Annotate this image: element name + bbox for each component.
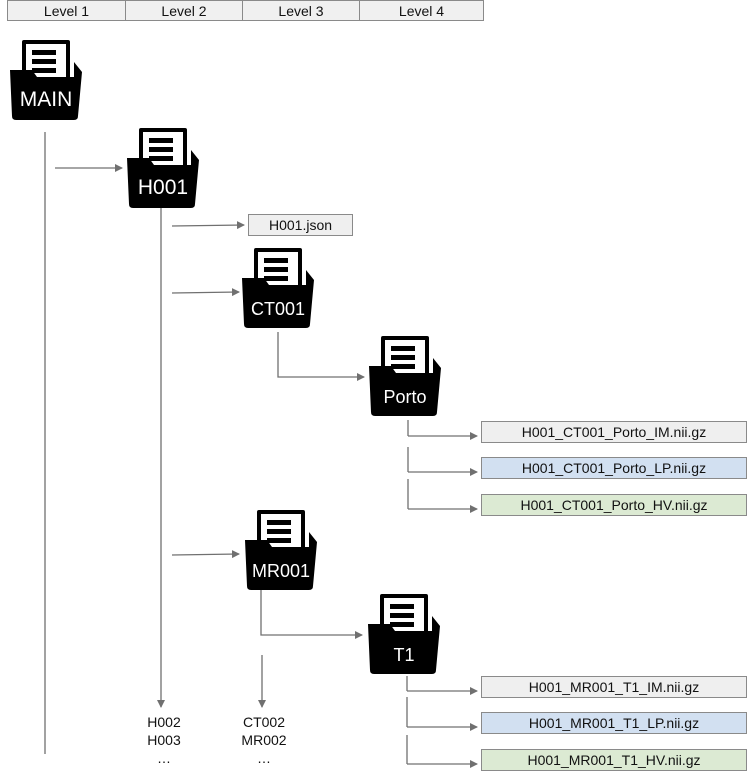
folder-label-t1: T1 (393, 645, 415, 665)
level-2-header: Level 2 (125, 0, 242, 21)
more-level3-item: … (257, 750, 271, 766)
level-4-header: Level 4 (359, 0, 484, 21)
folder-label-porto: Porto (383, 387, 427, 407)
more-level2-list: H002 H003 … (136, 713, 192, 767)
folder-mr001: MR001 (243, 510, 319, 592)
folder-label-ct001: CT001 (250, 299, 306, 319)
file-h001-json: H001.json (248, 214, 353, 236)
file-porto-im: H001_CT001_Porto_IM.nii.gz (481, 421, 747, 443)
more-level2-item: H003 (147, 732, 181, 748)
folder-h001: H001 (125, 128, 201, 210)
more-level2-item: … (157, 750, 171, 766)
folder-main: MAIN (8, 40, 84, 122)
level-header: Level 1 Level 2 Level 3 Level 4 (7, 0, 484, 22)
more-level3-item: MR002 (241, 732, 287, 748)
file-t1-im: H001_MR001_T1_IM.nii.gz (481, 676, 747, 698)
folder-t1: T1 (366, 594, 442, 676)
folder-icon (127, 128, 199, 208)
file-t1-lp: H001_MR001_T1_LP.nii.gz (481, 712, 747, 734)
more-level3-item: CT002 (242, 714, 286, 730)
folder-label-h001: H001 (137, 176, 189, 199)
folder-porto: Porto (367, 336, 443, 418)
file-t1-hv: H001_MR001_T1_HV.nii.gz (481, 749, 747, 771)
more-level2-item: H002 (147, 714, 181, 730)
folder-icon (10, 40, 82, 120)
folder-icon (242, 248, 314, 328)
file-porto-hv: H001_CT001_Porto_HV.nii.gz (481, 494, 747, 516)
folder-ct001: CT001 (240, 248, 316, 330)
folder-label-main: MAIN (19, 88, 73, 111)
file-porto-lp: H001_CT001_Porto_LP.nii.gz (481, 457, 747, 479)
folder-icon (245, 510, 317, 590)
folder-icon (369, 336, 441, 416)
folder-icon (368, 594, 440, 674)
level-3-header: Level 3 (242, 0, 359, 21)
level-1-header: Level 1 (7, 0, 125, 21)
more-level3-list: CT002 MR002 … (232, 713, 296, 767)
folder-label-mr001: MR001 (251, 561, 311, 581)
